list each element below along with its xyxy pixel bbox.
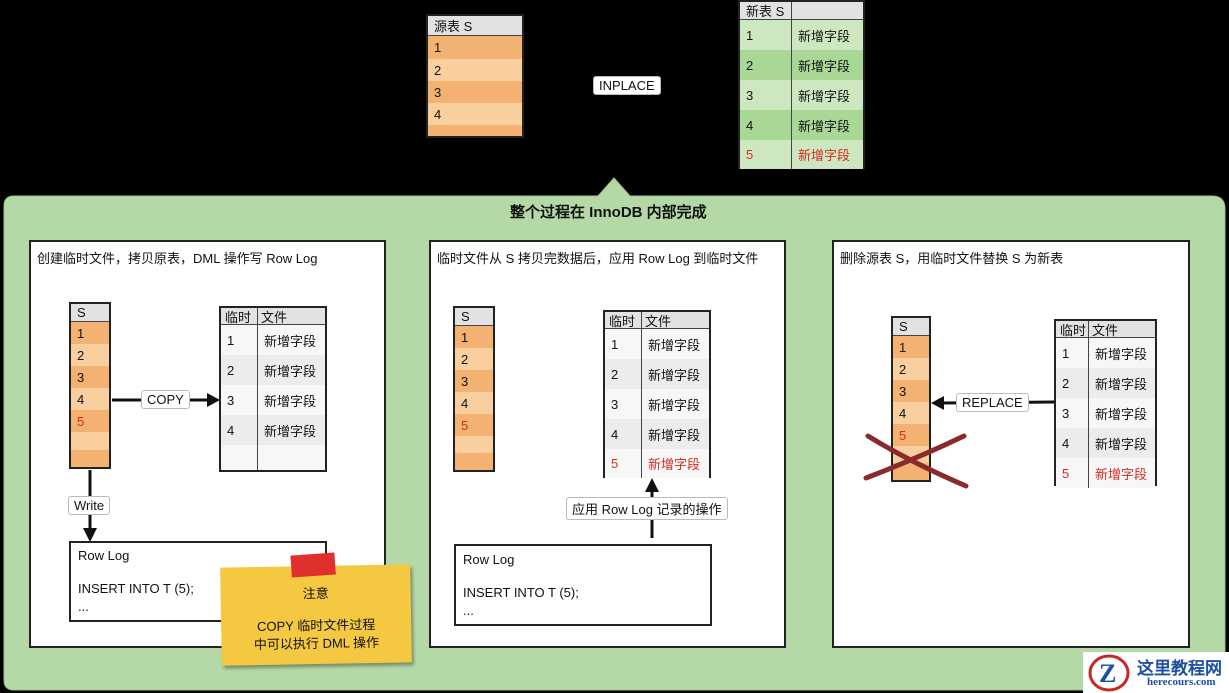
rowlog-title: Row Log <box>78 548 130 563</box>
source-row: 1 <box>434 40 442 55</box>
tmp-row-id: 4 <box>221 415 258 445</box>
panel2-s-table: S 1 2 3 4 5 <box>453 306 495 472</box>
new-row-value: 新增字段 <box>798 28 851 44</box>
s-row: 3 <box>899 383 907 399</box>
tmp-header: 文件 <box>261 309 288 325</box>
tmp-row-value: 新增字段 <box>648 337 701 353</box>
s-row: 2 <box>77 347 85 363</box>
inplace-label: INPLACE <box>593 76 661 95</box>
new-row-id: 4 <box>740 110 792 140</box>
tmp-row-id: 1 <box>605 329 642 359</box>
panel1-title: 创建临时文件，拷贝原表，DML 操作写 Row Log <box>37 251 318 266</box>
source-table: 源表 S 1 2 3 4 <box>426 14 524 138</box>
s-row: 3 <box>461 373 469 389</box>
s-header: S <box>899 319 908 334</box>
watermark-cn: 这里教程网 <box>1137 659 1222 679</box>
panel1-temp-table: 临时 文件 1 新增字段 2 新增字段 3 新增字段 4 新增字段 <box>219 306 327 472</box>
s-row: 4 <box>899 405 907 421</box>
rowlog-line: INSERT INTO T (5); <box>463 585 579 600</box>
source-row: 2 <box>434 62 442 78</box>
panel3-temp-table: 临时 文件 1 新增字段 2 新增字段 3 新增字段 4 新增字段 5 新增字段 <box>1054 319 1157 488</box>
tmp-row-id: 4 <box>605 419 642 449</box>
replace-label: REPLACE <box>956 393 1029 412</box>
s-row: 4 <box>77 391 85 407</box>
apply-label: 应用 Row Log 记录的操作 <box>566 497 728 520</box>
tmp-row-value: 新增字段 <box>264 423 317 439</box>
new-row-id: 5 <box>740 140 792 169</box>
rowlog-line: ... <box>463 603 474 618</box>
rowlog-title: Row Log <box>463 552 515 567</box>
new-row-value: 新增字段 <box>798 58 851 74</box>
tmp-row-value: 新增字段 <box>648 367 701 383</box>
s-row: 2 <box>461 351 469 367</box>
tmp-row-value: 新增字段 <box>1095 376 1148 392</box>
source-table-header: 源表 S <box>434 19 473 34</box>
new-table-header: 新表 S <box>740 2 792 19</box>
s-row: 2 <box>899 361 907 377</box>
tmp-row-value: 新增字段 <box>1095 406 1148 422</box>
tmp-header: 文件 <box>645 313 672 329</box>
tmp-row-id: 5 <box>605 449 642 478</box>
tmp-row-value: 新增字段 <box>648 457 701 472</box>
s-header: S <box>77 305 86 320</box>
tmp-row-value: 新增字段 <box>648 427 701 443</box>
panel1-s-table: S 1 2 3 4 5 <box>69 302 111 469</box>
s-row: 5 <box>77 413 85 429</box>
s-row: 1 <box>77 325 85 341</box>
new-row-id: 1 <box>740 20 792 50</box>
write-label: Write <box>68 496 111 515</box>
new-table: 新表 S 1 新增字段 2 新增字段 3 新增字段 4 新增字段 5 新增字段 <box>738 0 865 169</box>
new-row-value: 新增字段 <box>798 118 851 134</box>
svg-text:Z: Z <box>1099 659 1116 688</box>
tmp-row-id: 2 <box>221 355 258 385</box>
tmp-row-id: 3 <box>1056 398 1089 428</box>
tmp-row-value: 新增字段 <box>1095 466 1148 482</box>
tmp-row-id: 4 <box>1056 428 1089 458</box>
tmp-row-value: 新增字段 <box>264 393 317 409</box>
copy-label: COPY <box>141 390 190 409</box>
tmp-header: 临时 <box>221 308 258 325</box>
tmp-header: 临时 <box>1056 321 1089 338</box>
tmp-row-id: 1 <box>221 325 258 355</box>
s-row: 1 <box>899 339 907 355</box>
tmp-row-id: 3 <box>221 385 258 415</box>
tmp-row-value: 新增字段 <box>1095 436 1148 452</box>
tmp-header: 文件 <box>1092 322 1119 338</box>
rowlog-line: INSERT INTO T (5); <box>78 581 194 596</box>
source-row: 3 <box>434 84 442 100</box>
tmp-row-id: 2 <box>1056 368 1089 398</box>
tmp-header: 临时 <box>605 312 642 329</box>
tmp-row-id: 1 <box>1056 338 1089 368</box>
s-header: S <box>461 309 470 324</box>
watermark-z-icon: Z <box>1088 654 1130 692</box>
watermark-logo: Z 这里教程网 herecours.com <box>1083 652 1229 693</box>
source-row: 4 <box>434 106 442 122</box>
s-row: 5 <box>461 417 469 433</box>
s-row: 4 <box>461 395 469 411</box>
tmp-row-id: 3 <box>605 389 642 419</box>
s-row: 3 <box>77 369 85 385</box>
new-row-value: 新增字段 <box>798 148 851 163</box>
tmp-row-id: 2 <box>605 359 642 389</box>
new-row-id: 3 <box>740 80 792 110</box>
tmp-row-value: 新增字段 <box>264 363 317 379</box>
rowlog-line: ... <box>78 599 89 614</box>
tmp-row-id: 5 <box>1056 458 1089 488</box>
panel3-s-table: S 1 2 3 4 5 <box>891 316 931 482</box>
panel2-temp-table: 临时 文件 1 新增字段 2 新增字段 3 新增字段 4 新增字段 5 新增字段 <box>603 310 711 478</box>
panel2-rowlog: Row Log INSERT INTO T (5); ... <box>454 544 712 626</box>
watermark-en: herecours.com <box>1147 676 1216 688</box>
new-row-id: 2 <box>740 50 792 80</box>
panel2-title: 临时文件从 S 拷贝完数据后，应用 Row Log 到临时文件 <box>437 251 759 266</box>
tmp-row-value: 新增字段 <box>264 333 317 349</box>
tmp-row-value: 新增字段 <box>648 397 701 413</box>
s-row: 1 <box>461 329 469 345</box>
tmp-row-value: 新增字段 <box>1095 346 1148 362</box>
panel3-title: 删除源表 S，用临时文件替换 S 为新表 <box>840 251 1064 266</box>
container-title: 整个过程在 InnoDB 内部完成 <box>510 204 707 221</box>
new-row-value: 新增字段 <box>798 88 851 104</box>
s-row: 5 <box>899 427 907 443</box>
